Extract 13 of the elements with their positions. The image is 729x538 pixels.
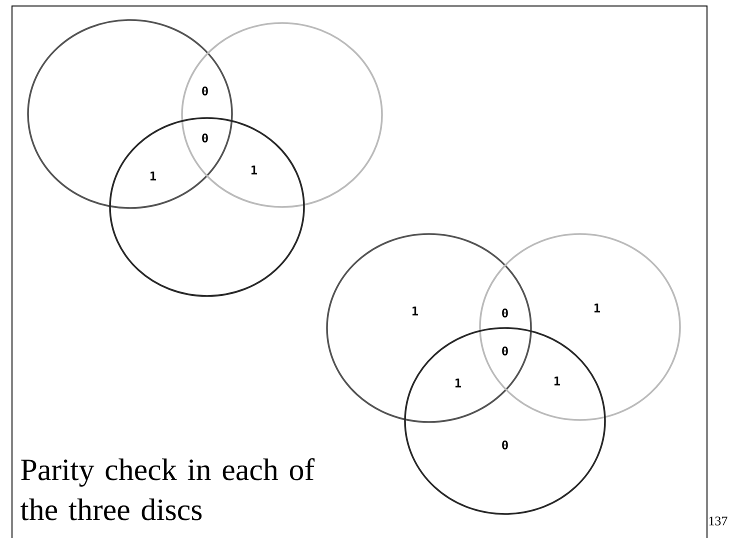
- bit-digit: 1: [554, 376, 560, 386]
- bit-digit: 1: [150, 172, 156, 180]
- bit-digit: 0: [502, 440, 508, 450]
- note-text: Parity check in each of the three discs: [20, 458, 315, 520]
- bit-digit: 1: [455, 378, 462, 388]
- bit-digit: 1: [412, 306, 418, 316]
- bit-digit: 1: [252, 166, 258, 174]
- bit-digit: 0: [202, 86, 208, 96]
- bit-digit: 0: [502, 308, 508, 318]
- bit-digit: 0: [502, 346, 508, 356]
- page-number: 137: [709, 516, 728, 526]
- bit-digit: 0: [202, 133, 208, 143]
- bit-digit: 1: [594, 304, 600, 312]
